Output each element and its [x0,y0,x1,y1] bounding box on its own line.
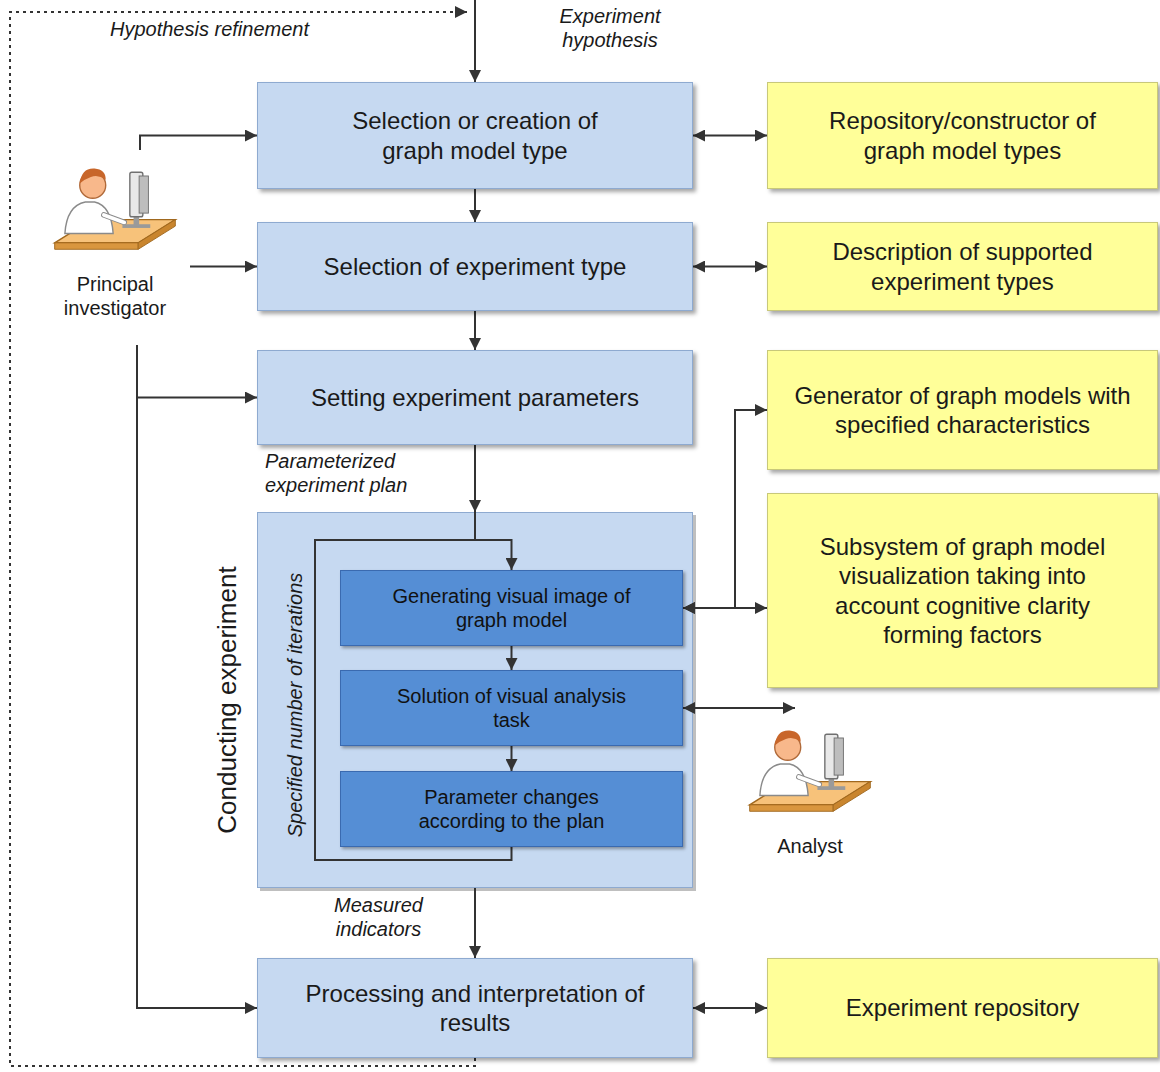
person-icon [745,712,875,828]
edge-label: Hypothesis refinement [110,17,410,41]
box-label: Solution of visual analysis task [397,684,627,733]
connector [511,646,513,670]
group-background [258,513,697,892]
resource-box: Repository/constructor of graph model ty… [767,82,1158,189]
box-label: Setting experiment parameters [311,383,639,412]
edge-label: Parameterized experiment plan [265,449,465,497]
connector [474,888,476,958]
step-box: Generating visual image of graph model [340,570,683,646]
step-box: Parameter changes according to the plan [340,771,683,847]
box-label: Subsystem of graph model visualization t… [803,532,1123,649]
person-icon [50,150,180,266]
box-label: Selection of experiment type [324,252,627,281]
connector [137,345,257,398]
connector [683,410,767,608]
box-label: Generating visual image of graph model [382,584,642,633]
loop-entry-line [474,512,476,540]
flow-label: Experiment hypothesis [540,4,680,52]
process-box: Selection of experiment type [257,222,693,311]
connector [137,345,257,1008]
group-heading: Conducting experiment [211,512,243,888]
connector [693,135,767,137]
connector [474,311,476,350]
box-label: Principal investigator [42,272,188,321]
connector [683,707,795,709]
actor: Analyst [735,712,885,880]
connector [140,136,257,151]
edge-label: Specified number of iterations [283,560,307,850]
resource-box: Generator of graph models with specified… [767,350,1158,470]
input-arrow [474,0,476,82]
step-box: Solution of visual analysis task [340,670,683,746]
box-label: Parameter changes according to the plan [397,785,627,834]
box-label: Experiment repository [846,993,1079,1022]
connector [474,189,476,222]
resource-box: Subsystem of graph model visualization t… [767,493,1158,688]
group-fill [258,513,693,888]
box-label: Processing and interpretation of results [300,979,650,1038]
connector [693,266,767,268]
box-label: Description of supported experiment type… [803,237,1123,296]
box-label: Analyst [777,834,843,858]
connector [683,607,767,609]
connector [190,266,257,268]
resource-box: Experiment repository [767,958,1158,1058]
connector-group [10,12,795,1066]
box-label: Generator of graph models with specified… [783,381,1143,440]
resource-box: Description of supported experiment type… [767,222,1158,311]
connector [511,746,513,771]
actor: Principal investigator [40,150,190,345]
box-label: Repository/constructor of graph model ty… [825,106,1100,165]
connector [474,445,476,512]
connector [693,1007,767,1009]
group-box: Conducting experimentGenerating visual i… [257,512,693,888]
process-box: Setting experiment parameters [257,350,693,445]
process-box: Processing and interpretation of results [257,958,693,1058]
process-box: Selection or creation of graph model typ… [257,82,693,189]
box-label: Selection or creation of graph model typ… [340,106,610,165]
edge-label: Measured indicators [296,893,461,941]
